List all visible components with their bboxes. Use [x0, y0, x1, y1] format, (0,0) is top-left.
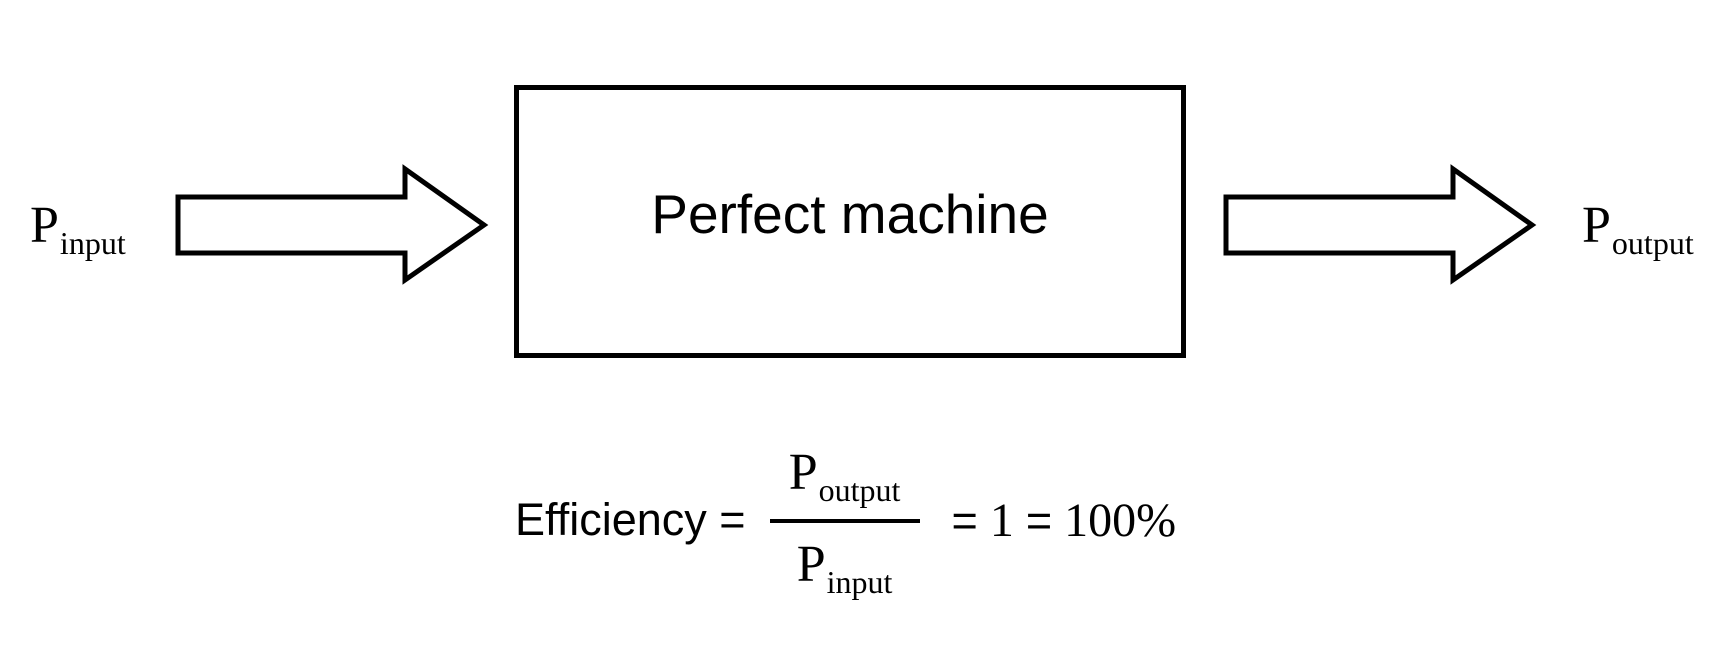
denominator-symbol: P [796, 536, 826, 593]
machine-label: Perfect machine [651, 182, 1049, 245]
fraction-bar [769, 519, 920, 523]
result-value-one: 1 [989, 493, 1014, 547]
efficiency-formula: Efficiency = Poutput Pinput = 1 = 100% [515, 440, 1176, 600]
power-output-symbol: P [1582, 197, 1611, 254]
equals-sign-2: = [1025, 494, 1053, 546]
fraction-denominator: Pinput [796, 536, 893, 599]
denominator-subscript: input [826, 564, 893, 600]
output-arrow-shape [1223, 164, 1537, 285]
efficiency-fraction: Poutput Pinput [769, 447, 920, 599]
numerator-subscript: output [818, 472, 901, 508]
numerator-symbol: P [788, 444, 818, 501]
fraction-numerator: Poutput [788, 444, 901, 507]
equals-sign-1: = [951, 494, 978, 546]
result-value-percent: 100% [1064, 493, 1177, 547]
power-input-label: Pinput [30, 197, 126, 260]
efficiency-result: = 1 = 100% [940, 493, 1177, 548]
input-arrow-shape [175, 164, 489, 285]
machine-box: Perfect machine [514, 85, 1186, 358]
efficiency-lhs: Efficiency = [515, 494, 746, 545]
power-output-label: Poutput [1582, 197, 1694, 260]
power-input-subscript: input [59, 225, 126, 261]
power-input-symbol: P [30, 197, 59, 254]
power-output-subscript: output [1611, 225, 1694, 261]
